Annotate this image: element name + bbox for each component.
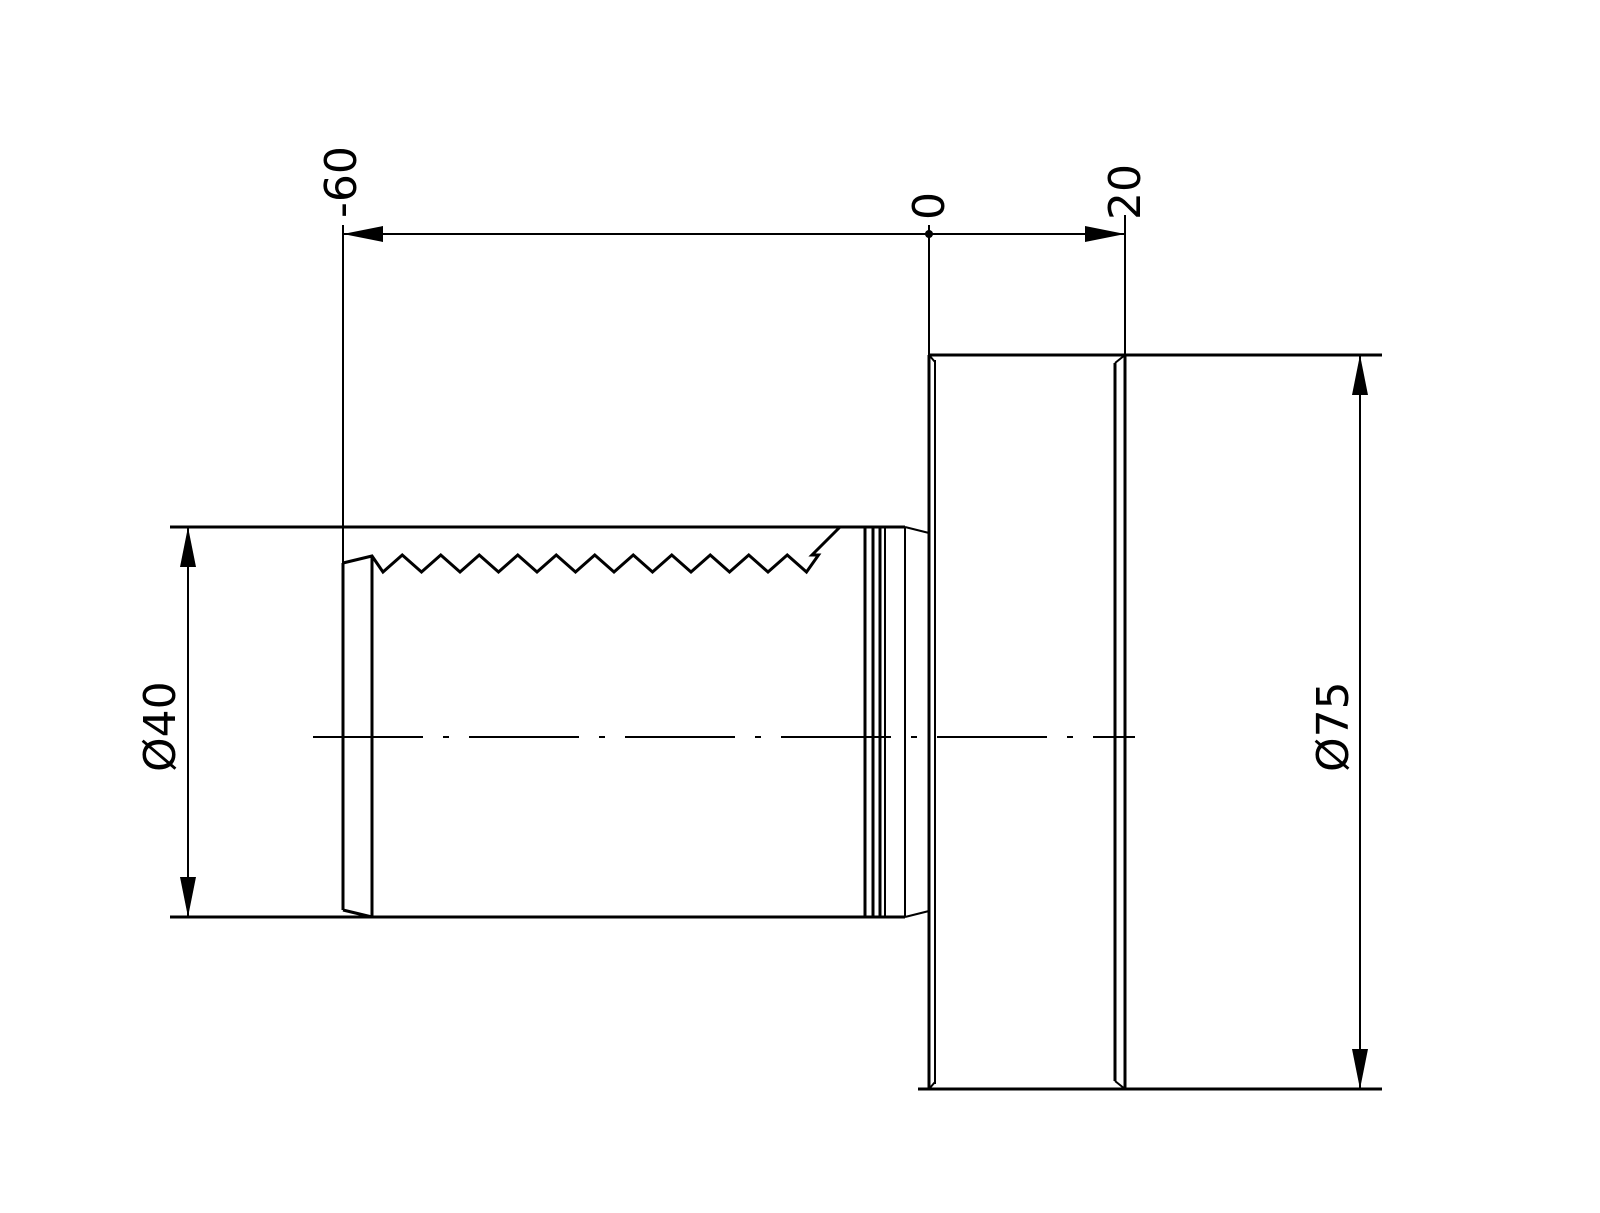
arrow-right [1085, 226, 1125, 242]
flange [918, 353, 1382, 1091]
large-diameter-dimension [1352, 355, 1368, 1089]
label-small-diameter: Ø40 [135, 681, 186, 772]
arrow-left [343, 226, 383, 242]
label-origin-position: 0 [904, 192, 955, 220]
label-left-position: -60 [316, 146, 367, 218]
small-diameter-dimension [180, 527, 196, 917]
thread-profile [342, 525, 842, 575]
threaded-shaft [170, 525, 930, 919]
label-large-diameter: Ø75 [1308, 681, 1359, 772]
label-right-position: 20 [1100, 164, 1151, 220]
position-dimension [342, 215, 1126, 563]
